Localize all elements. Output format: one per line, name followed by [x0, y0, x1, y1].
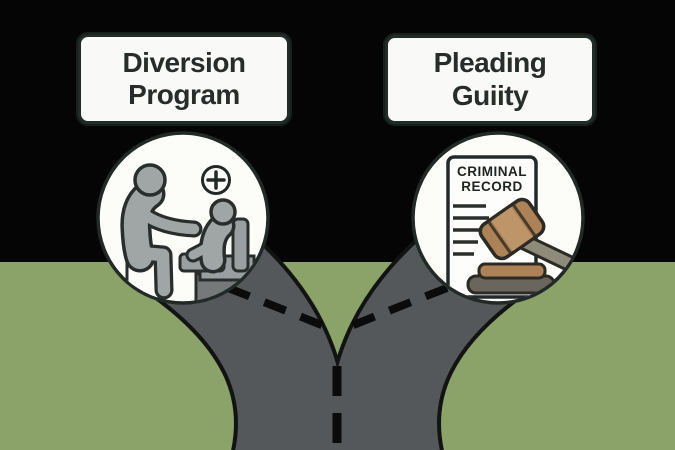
criminal-record-gavel-icon: CRIMINAL RECORD: [446, 155, 582, 299]
document-title-line2: RECORD: [461, 179, 523, 194]
counselor-figure: [123, 182, 200, 297]
pleading-guilty-label-card: Pleading Guiity: [385, 35, 595, 124]
road-centerline-left: [226, 284, 336, 334]
counselor-head: [133, 163, 167, 197]
counseling-session-plus-icon: [120, 163, 256, 302]
diversion-program-label: Diversion Program: [122, 46, 246, 110]
diversion-program-label-card: Diversion Program: [78, 34, 290, 124]
plus-icon: [201, 165, 231, 195]
gavel-head: [478, 197, 546, 261]
document-text-lines: [453, 204, 489, 256]
client-head: [209, 198, 237, 226]
diversion-program-badge: [96, 131, 270, 305]
sound-block-top: [477, 262, 547, 280]
pleading-guilty-label: Pleading Guiity: [433, 47, 547, 111]
client-figure: [188, 216, 232, 270]
chair-back: [231, 217, 250, 273]
pleading-guilty-badge: CRIMINAL RECORD: [411, 131, 585, 305]
document-title-line1: CRIMINAL: [457, 164, 527, 179]
road-centerline-right: [339, 284, 449, 334]
